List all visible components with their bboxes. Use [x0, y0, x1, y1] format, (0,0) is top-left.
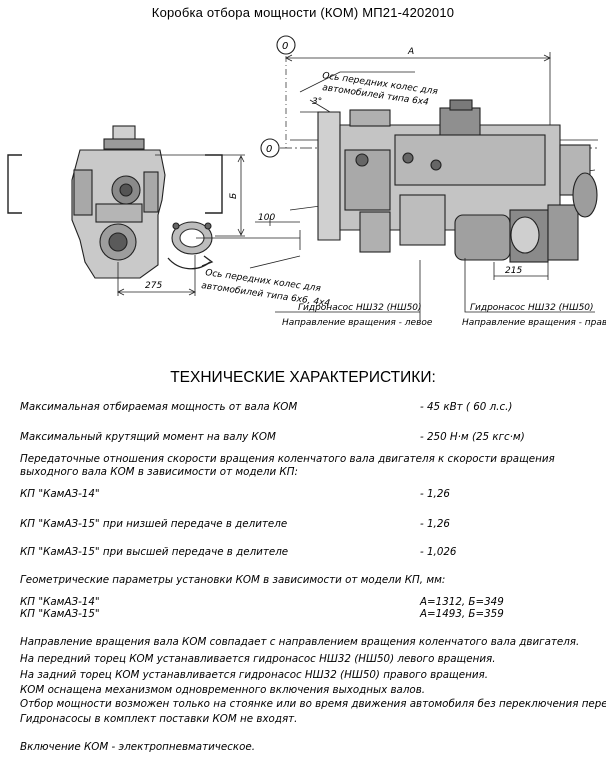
note-7: Включение КОМ - электропневматическое.	[20, 741, 256, 753]
dim-100-label: 100	[258, 213, 275, 223]
section-title: ТЕХНИЧЕСКИЕ ХАРАКТЕРИСТИКИ:	[170, 369, 436, 386]
dim-a-label: А	[407, 47, 414, 57]
note-5: Отбор мощности возможен только на стоянк…	[20, 698, 606, 710]
dim-275-label: 275	[145, 281, 162, 291]
kp15-low-value: - 1,26	[420, 518, 450, 530]
kp14-value: - 1,26	[420, 488, 450, 500]
geom-kp15-value: А=1493, Б=359	[420, 608, 504, 620]
note-4: КОМ оснащена механизмом одновременного в…	[20, 684, 426, 696]
technical-drawing: Б 275	[7, 35, 606, 328]
angle-label: 3°	[312, 97, 322, 107]
pump-left-direction: Направление вращения - левое	[282, 318, 433, 328]
kp15-low-label: КП "КамАЗ-15" при низшей передаче в дели…	[20, 518, 288, 530]
pump-left-name: Гидронасос НШ32 (НШ50)	[298, 303, 422, 313]
note-2: На передний торец КОМ устанавливается ги…	[20, 653, 496, 665]
geom-intro: Геометрические параметры установки КОМ в…	[20, 574, 446, 586]
max-torque-label: Максимальный крутящий момент на валу КОМ	[20, 431, 276, 443]
note-1: Направление вращения вала КОМ совпадает …	[20, 636, 580, 648]
pump-right-name: Гидронасос НШ32 (НШ50)	[470, 303, 594, 313]
kp14-label: КП "КамАЗ-14"	[20, 488, 100, 500]
ratio-intro-line1: Передаточные отношения скорости вращения…	[20, 453, 555, 465]
geom-kp15-label: КП "КамАЗ-15"	[20, 608, 100, 620]
geom-kp14-label: КП "КамАЗ-14"	[20, 596, 100, 608]
note-6: Гидронасосы в комплект поставки КОМ не в…	[20, 713, 298, 725]
geom-kp14-value: А=1312, Б=349	[420, 596, 504, 608]
dim-215-label: 215	[505, 266, 522, 276]
kp15-high-value: - 1,026	[420, 546, 457, 558]
circle-marker-mid: 0	[266, 144, 272, 155]
dim-b-label: Б	[229, 193, 239, 199]
ratio-intro-line2: выходного вала КОМ в зависимости от моде…	[20, 466, 298, 478]
max-torque-value: - 250 Н·м (25 кгс·м)	[420, 431, 525, 443]
document-title: Коробка отбора мощности (КОМ) МП21-42020…	[151, 5, 455, 20]
end-view-dimensions	[117, 154, 300, 296]
end-view-drawing	[7, 125, 223, 279]
pump-right-direction: Направление вращения - правое	[462, 318, 606, 328]
circle-marker-top: 0	[282, 41, 288, 52]
note-3: На задний торец КОМ устанавливается гидр…	[20, 669, 488, 681]
side-view-drawing	[249, 35, 600, 320]
kp15-high-label: КП "КамАЗ-15" при высшей передаче в дели…	[20, 546, 289, 558]
max-power-label: Максимальная отбираемая мощность от вала…	[20, 401, 298, 413]
max-power-value: - 45 кВт ( 60 л.с.)	[420, 401, 513, 413]
